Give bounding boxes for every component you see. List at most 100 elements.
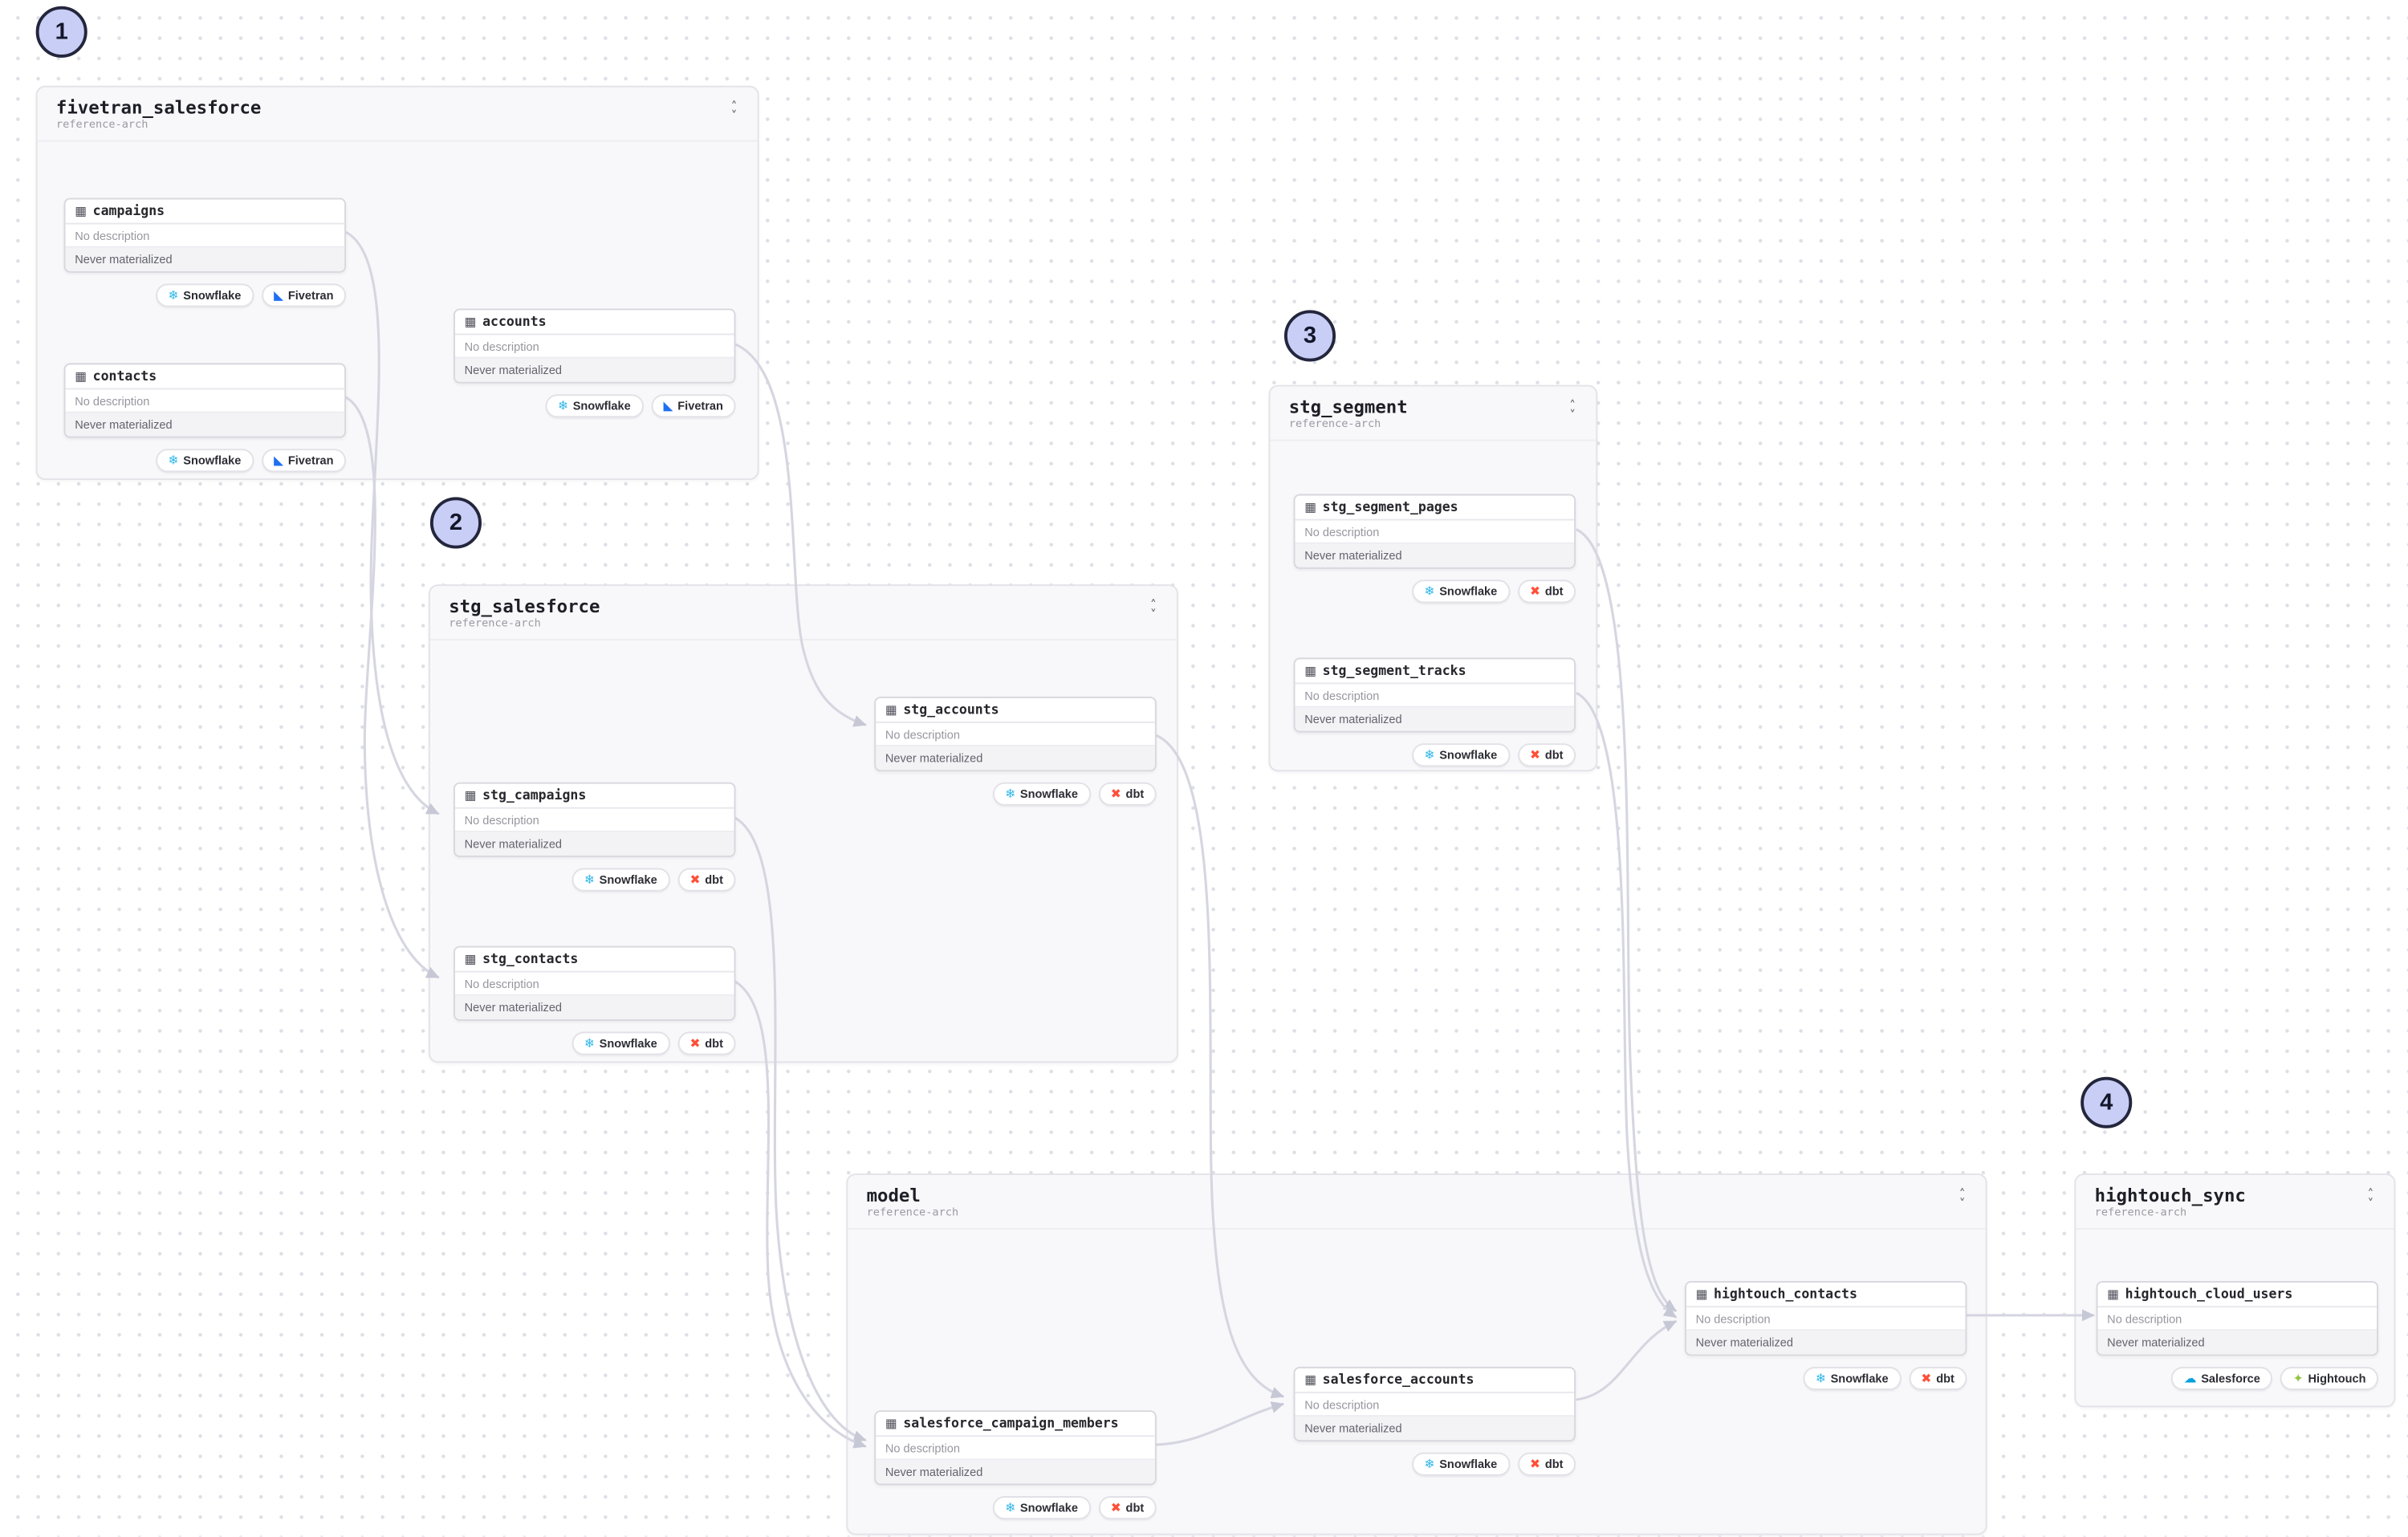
- node-salesforce-campaign-members[interactable]: salesforce_campaign_members No descripti…: [874, 1410, 1157, 1520]
- node-hightouch-contacts[interactable]: hightouch_contacts No description Never …: [1684, 1281, 1967, 1390]
- badge-snowflake: Snowflake: [571, 1031, 670, 1055]
- collapse-group-icon[interactable]: ˄˅: [2361, 1188, 2380, 1213]
- node-materialization: Never materialized: [454, 832, 734, 856]
- table-icon: [75, 370, 87, 383]
- group-title: fivetran_salesforce: [55, 96, 262, 119]
- badge-label: Snowflake: [1019, 787, 1078, 802]
- node-card[interactable]: salesforce_accounts No description Never…: [1293, 1366, 1576, 1442]
- collapse-group-icon[interactable]: ˄˅: [1953, 1188, 1971, 1213]
- chevron-up-icon: ˄: [1569, 399, 1576, 413]
- node-card[interactable]: stg_contacts No description Never materi…: [454, 945, 736, 1021]
- badge-label: Snowflake: [1019, 1500, 1078, 1515]
- node-title: stg_contacts: [482, 951, 579, 967]
- edge-contacts-to-stg_contacts: [344, 396, 440, 978]
- fivetran-icon: [274, 289, 283, 302]
- badge-dbt: dbt: [1908, 1366, 1967, 1390]
- node-card[interactable]: stg_segment_tracks No description Never …: [1293, 657, 1576, 733]
- node-title-row: campaigns: [65, 199, 345, 225]
- node-card[interactable]: campaigns No description Never materiali…: [63, 197, 347, 273]
- snowflake-icon: [1005, 788, 1015, 801]
- badge-snowflake: Snowflake: [992, 782, 1091, 806]
- annotation-marker-1: 1: [35, 6, 87, 58]
- node-stg-segment-pages[interactable]: stg_segment_pages No description Never m…: [1293, 494, 1576, 604]
- node-card[interactable]: contacts No description Never materializ…: [63, 363, 347, 438]
- node-card[interactable]: accounts No description Never materializ…: [454, 308, 736, 384]
- group-hightouch-sync[interactable]: hightouch_sync reference-arch ˄˅ hightou…: [2074, 1173, 2396, 1408]
- group-stg-salesforce[interactable]: stg_salesforce reference-arch ˄˅ stg_acc…: [428, 584, 1178, 1063]
- node-title-row: stg_contacts: [454, 947, 734, 973]
- node-title: stg_segment_tracks: [1322, 663, 1466, 679]
- annotation-marker-2: 2: [429, 497, 482, 549]
- snowflake-icon: [584, 873, 595, 886]
- badge-label: Snowflake: [1439, 1457, 1498, 1471]
- badge-fivetran: Fivetran: [650, 394, 736, 418]
- group-fivetran-salesforce[interactable]: fivetran_salesforce reference-arch ˄˅ ca…: [35, 85, 759, 481]
- snowflake-icon: [558, 400, 568, 413]
- node-hightouch-cloud-users[interactable]: hightouch_cloud_users No description Nev…: [2096, 1281, 2379, 1390]
- node-salesforce-accounts[interactable]: salesforce_accounts No description Never…: [1293, 1366, 1576, 1476]
- collapse-group-icon[interactable]: ˄˅: [725, 100, 743, 124]
- node-title-row: contacts: [65, 364, 345, 390]
- badge-label: Fivetran: [287, 453, 334, 468]
- group-header: model reference-arch ˄˅: [848, 1175, 1986, 1230]
- badge-label: dbt: [1125, 1500, 1145, 1515]
- node-title: salesforce_campaign_members: [903, 1416, 1119, 1432]
- chevron-up-icon: ˄: [1959, 1187, 1966, 1202]
- node-stg-campaigns[interactable]: stg_campaigns No description Never mater…: [454, 782, 736, 892]
- table-icon: [1304, 665, 1316, 677]
- node-materialization: Never materialized: [1295, 707, 1575, 731]
- chevron-down-icon: ˅: [1959, 1197, 1966, 1211]
- node-title-row: stg_campaigns: [454, 783, 734, 809]
- node-stg-accounts[interactable]: stg_accounts No description Never materi…: [874, 696, 1157, 806]
- badge-label: dbt: [705, 872, 723, 887]
- badge-dbt: dbt: [677, 1031, 736, 1055]
- node-campaigns[interactable]: campaigns No description Never materiali…: [63, 197, 347, 307]
- badge-label: dbt: [1125, 787, 1145, 802]
- collapse-group-icon[interactable]: ˄˅: [1564, 399, 1582, 424]
- node-card[interactable]: stg_campaigns No description Never mater…: [454, 782, 736, 857]
- chevron-down-icon: ˅: [1149, 608, 1157, 622]
- badge-dbt: dbt: [1098, 782, 1157, 806]
- badge-fivetran: Fivetran: [261, 283, 347, 307]
- node-card[interactable]: hightouch_cloud_users No description Nev…: [2096, 1281, 2379, 1356]
- snowflake-icon: [1424, 749, 1434, 762]
- chevron-up-icon: ˄: [1149, 598, 1157, 613]
- node-title-row: accounts: [454, 310, 734, 335]
- badge-label: Snowflake: [599, 1036, 657, 1051]
- annotation-marker-3: 3: [1283, 310, 1336, 362]
- badge-label: Fivetran: [677, 399, 723, 413]
- node-title: stg_campaigns: [482, 787, 587, 803]
- node-materialization: Never materialized: [65, 247, 345, 271]
- table-icon: [1304, 1374, 1316, 1387]
- group-stg-segment[interactable]: stg_segment reference-arch ˄˅ stg_segmen…: [1268, 384, 1598, 772]
- dbt-icon: [1921, 1372, 1931, 1385]
- node-contacts[interactable]: contacts No description Never materializ…: [63, 363, 347, 473]
- node-accounts[interactable]: accounts No description Never materializ…: [454, 308, 736, 418]
- node-title-row: stg_segment_pages: [1295, 495, 1575, 521]
- node-card[interactable]: hightouch_contacts No description Never …: [1684, 1281, 1967, 1356]
- node-stg-contacts[interactable]: stg_contacts No description Never materi…: [454, 945, 736, 1055]
- node-materialization: Never materialized: [876, 746, 1155, 771]
- node-card[interactable]: stg_accounts No description Never materi…: [874, 696, 1157, 772]
- node-stg-segment-tracks[interactable]: stg_segment_tracks No description Never …: [1293, 657, 1576, 767]
- badge-row: Snowflake dbt: [454, 1031, 736, 1055]
- snowflake-icon: [584, 1037, 595, 1050]
- node-description: No description: [65, 389, 345, 413]
- badge-row: Snowflake dbt: [1685, 1366, 1967, 1390]
- node-description: No description: [876, 722, 1155, 747]
- badge-row: Snowflake Fivetran: [64, 449, 347, 473]
- node-title: accounts: [482, 314, 547, 330]
- collapse-group-icon[interactable]: ˄˅: [1144, 599, 1162, 624]
- node-materialization: Never materialized: [1295, 1417, 1575, 1441]
- marker-label: 2: [449, 509, 463, 536]
- node-card[interactable]: salesforce_campaign_members No descripti…: [874, 1410, 1157, 1486]
- snowflake-icon: [168, 289, 178, 302]
- dbt-icon: [1530, 1458, 1540, 1470]
- group-subtitle: reference-arch: [55, 118, 148, 132]
- fivetran-icon: [663, 400, 673, 413]
- group-model[interactable]: model reference-arch ˄˅ salesforce_campa…: [846, 1173, 1987, 1535]
- node-card[interactable]: stg_segment_pages No description Never m…: [1293, 494, 1576, 569]
- node-materialization: Never materialized: [1295, 543, 1575, 567]
- node-description: No description: [65, 224, 345, 248]
